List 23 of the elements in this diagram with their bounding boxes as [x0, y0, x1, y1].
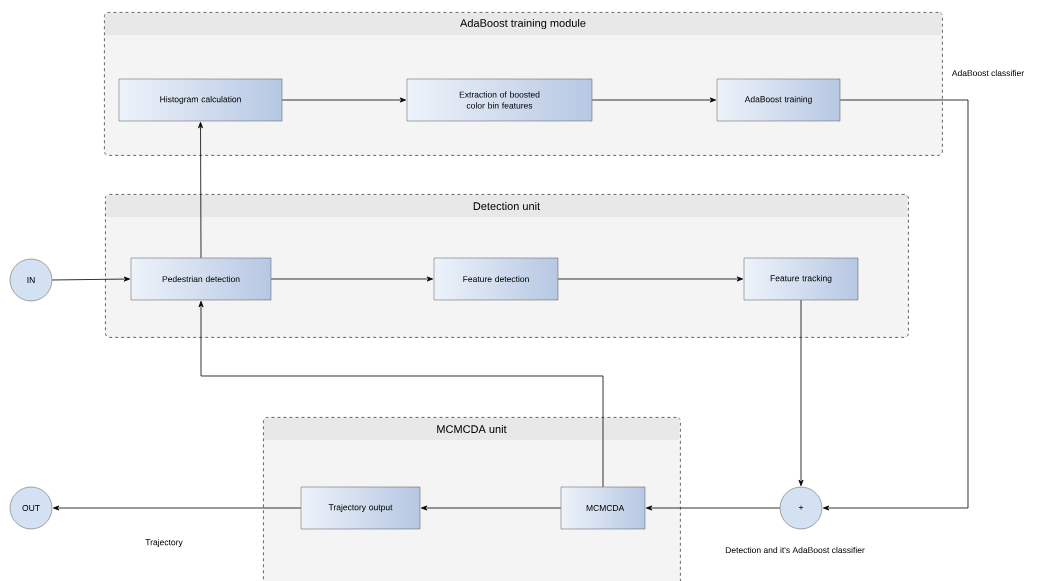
process-box: AdaBoost training	[716, 78, 841, 122]
edge-label: Trajectory	[144, 538, 184, 548]
arrow	[51, 276, 131, 282]
arrow	[798, 299, 804, 487]
arrow	[198, 300, 604, 488]
arrow	[270, 276, 434, 282]
process-box: Trajectory output	[300, 486, 421, 530]
process-box: MCMCDA	[560, 486, 646, 530]
edge-label: AdaBoost classifier	[950, 68, 1026, 78]
process-box: Feature tracking	[743, 257, 859, 301]
arrow	[557, 276, 744, 282]
edge-label: Detection and it's AdaBoost classifier	[724, 545, 866, 555]
arrow	[52, 505, 302, 511]
arrow	[822, 99, 969, 511]
arrow	[645, 505, 781, 511]
process-box: Feature detection	[433, 257, 559, 301]
process-box: Extraction of boosted color bin features	[406, 78, 593, 122]
arrow	[591, 97, 717, 103]
arrow	[281, 97, 407, 103]
process-box: Histogram calculation	[118, 78, 283, 122]
arrow	[198, 121, 204, 259]
arrow	[420, 505, 562, 511]
process-box: Pedestrian detection	[130, 257, 272, 301]
